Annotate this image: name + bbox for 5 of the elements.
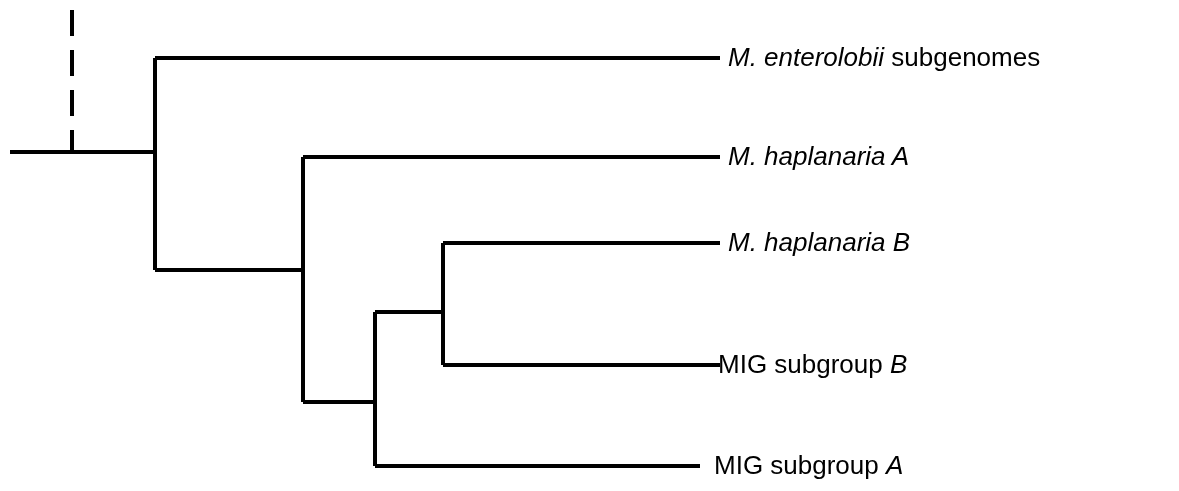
leaf-label: M. haplanaria A <box>728 141 910 171</box>
leaf-label: MIG subgroup A <box>714 450 904 480</box>
leaf-label: M. enterolobii subgenomes <box>728 42 1041 72</box>
leaf-label: MIG subgroup B <box>718 349 908 379</box>
leaf-label: M. haplanaria B <box>728 227 911 257</box>
